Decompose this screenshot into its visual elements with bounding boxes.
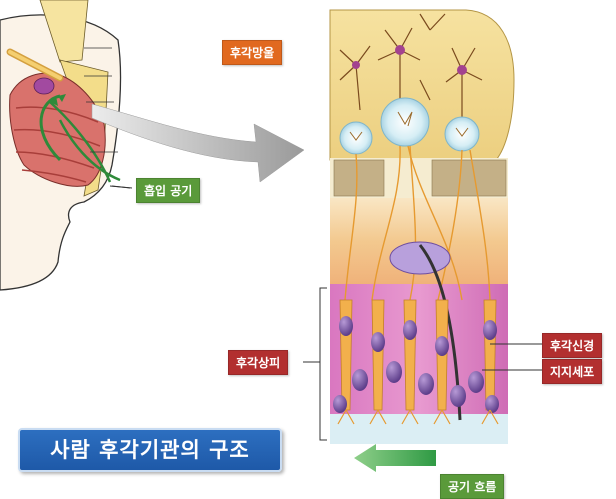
label-olfactory-bulb: 후각망울: [222, 40, 282, 65]
magnify-arrow: [92, 104, 304, 182]
label-support-cell: 지지세포: [542, 359, 602, 384]
epithelium-bracket: [303, 288, 327, 440]
label-olfactory-epithelium: 후각상피: [228, 350, 288, 375]
olfactory-cross-section: [330, 10, 514, 444]
label-olfactory-nerve: 후각신경: [542, 333, 602, 358]
label-inhaled-air: 흡입 공기: [136, 178, 200, 203]
label-airflow: 공기 흐름: [440, 474, 504, 499]
diagram-title: 사람 후각기관의 구조: [18, 428, 282, 472]
nasal-cavity-illustration: [0, 0, 130, 290]
airflow-arrow: [354, 444, 436, 472]
